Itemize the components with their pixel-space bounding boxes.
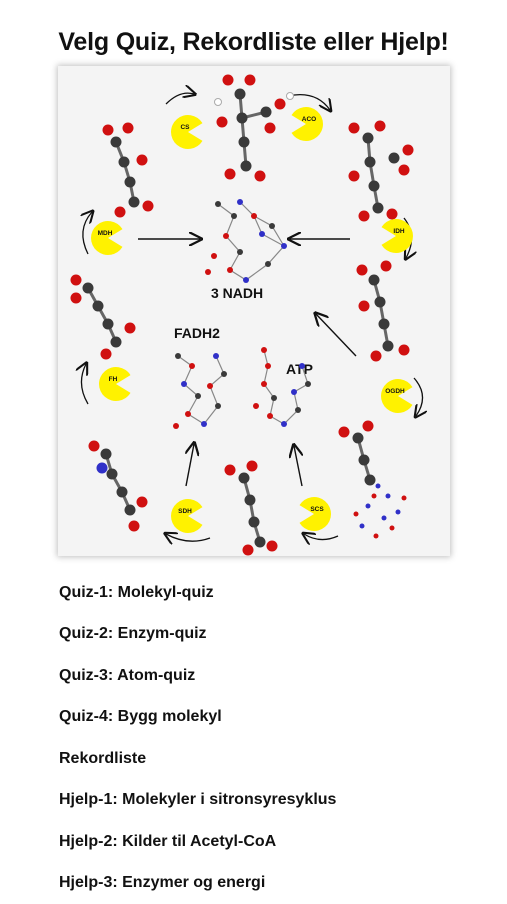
enzyme-label: CS bbox=[180, 124, 190, 131]
enzyme-label: MDH bbox=[98, 230, 113, 237]
enzyme-cs: CS bbox=[171, 115, 202, 149]
cycle-arrow bbox=[166, 534, 210, 541]
menu-item-quiz-3[interactable]: Quiz-3: Atom-quiz bbox=[59, 655, 479, 697]
molecule-isocitrate bbox=[349, 121, 414, 222]
cycle-arrow bbox=[81, 364, 88, 404]
molecule-fumarate bbox=[89, 441, 148, 532]
nadh-molecule bbox=[205, 199, 287, 283]
cycle-arrow bbox=[414, 378, 423, 416]
menu-item-rekordliste[interactable]: Rekordliste bbox=[59, 738, 479, 780]
menu-item-quiz-1[interactable]: Quiz-1: Molekyl-quiz bbox=[59, 572, 479, 614]
arrow-to-fadh2 bbox=[186, 444, 194, 486]
molecule-oxaloacetate bbox=[103, 123, 154, 218]
molecule-succinate bbox=[225, 461, 278, 556]
menu-item-quiz-4[interactable]: Quiz-4: Bygg molekyl bbox=[59, 697, 479, 739]
molecule-succinyl-coa bbox=[339, 421, 407, 539]
menu-item-hjelp-3[interactable]: Hjelp-3: Enzymer og energi bbox=[59, 863, 479, 904]
enzyme-mdh: MDH bbox=[91, 221, 122, 255]
enzyme-label: ACO bbox=[302, 116, 316, 123]
fadh2-molecule bbox=[173, 353, 227, 429]
cycle-arrow bbox=[83, 212, 92, 254]
atp-label: ATP bbox=[286, 361, 313, 377]
enzyme-sdh: SDH bbox=[171, 499, 202, 533]
enzyme-scs: SCS bbox=[300, 497, 331, 531]
citric-acid-cycle-diagram: 3 NADH FADH2 ATP CS ACO IDH OGDH SCS SDH FH MDH bbox=[58, 66, 450, 556]
cycle-arrow bbox=[166, 93, 194, 104]
arrow-to-nadh bbox=[316, 314, 356, 356]
nadh-label: 3 NADH bbox=[211, 285, 263, 301]
menu-item-quiz-2[interactable]: Quiz-2: Enzym-quiz bbox=[59, 614, 479, 656]
atp-molecule bbox=[253, 347, 311, 427]
molecule-oxoglutarate bbox=[357, 261, 410, 362]
enzyme-label: SDH bbox=[178, 508, 192, 515]
molecule-malate bbox=[71, 275, 136, 360]
menu-item-hjelp-1[interactable]: Hjelp-1: Molekyler i sitronsyresyklus bbox=[59, 780, 479, 822]
enzyme-label: SCS bbox=[310, 506, 324, 513]
main-menu: Quiz-1: Molekyl-quiz Quiz-2: Enzym-quiz … bbox=[59, 572, 479, 904]
arrow-to-atp bbox=[294, 446, 302, 486]
page-title: Velg Quiz, Rekordliste eller Hjelp! bbox=[0, 28, 507, 57]
enzyme-label: IDH bbox=[393, 228, 405, 235]
enzyme-ogdh: OGDH bbox=[381, 379, 412, 413]
molecule-citrate bbox=[215, 75, 294, 182]
menu-item-hjelp-2[interactable]: Hjelp-2: Kilder til Acetyl-CoA bbox=[59, 821, 479, 863]
enzyme-aco: ACO bbox=[292, 107, 323, 141]
enzyme-label: FH bbox=[109, 376, 118, 383]
enzyme-label: OGDH bbox=[385, 388, 405, 395]
fadh2-label: FADH2 bbox=[174, 325, 220, 341]
cycle-arrow bbox=[304, 534, 338, 540]
enzyme-fh: FH bbox=[99, 367, 130, 401]
